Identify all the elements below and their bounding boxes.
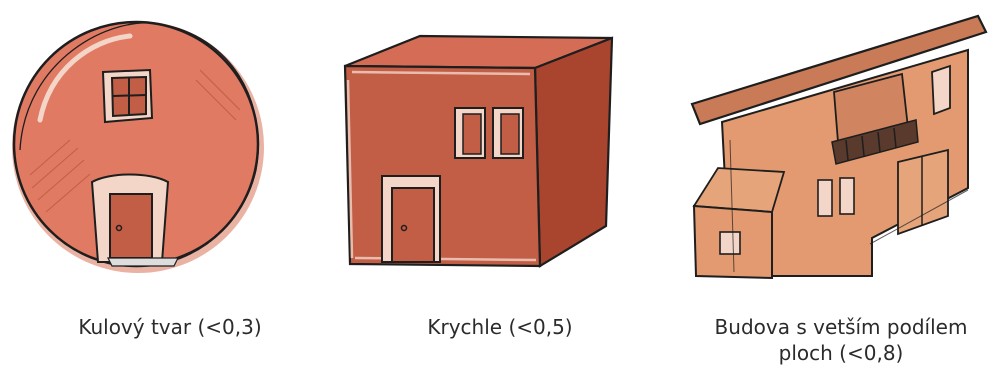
cube-side xyxy=(535,38,612,266)
cube-front xyxy=(345,66,540,266)
building-upper-window xyxy=(932,66,950,114)
caption-cube: Krychle (<0,5) xyxy=(390,314,610,340)
caption-building: Budova s vetším podílem ploch (<0,8) xyxy=(700,314,982,366)
complex-building-drawing xyxy=(692,16,986,278)
sphere-window xyxy=(103,70,152,122)
building-garage-doors xyxy=(898,150,948,234)
cube-door xyxy=(382,176,440,262)
building-annex-roof xyxy=(694,168,784,212)
caption-sphere: Kulový tvar (<0,3) xyxy=(60,314,280,340)
sphere-house-drawing xyxy=(12,21,264,273)
cube-house-drawing xyxy=(345,36,612,266)
building-annex-window xyxy=(720,232,740,254)
